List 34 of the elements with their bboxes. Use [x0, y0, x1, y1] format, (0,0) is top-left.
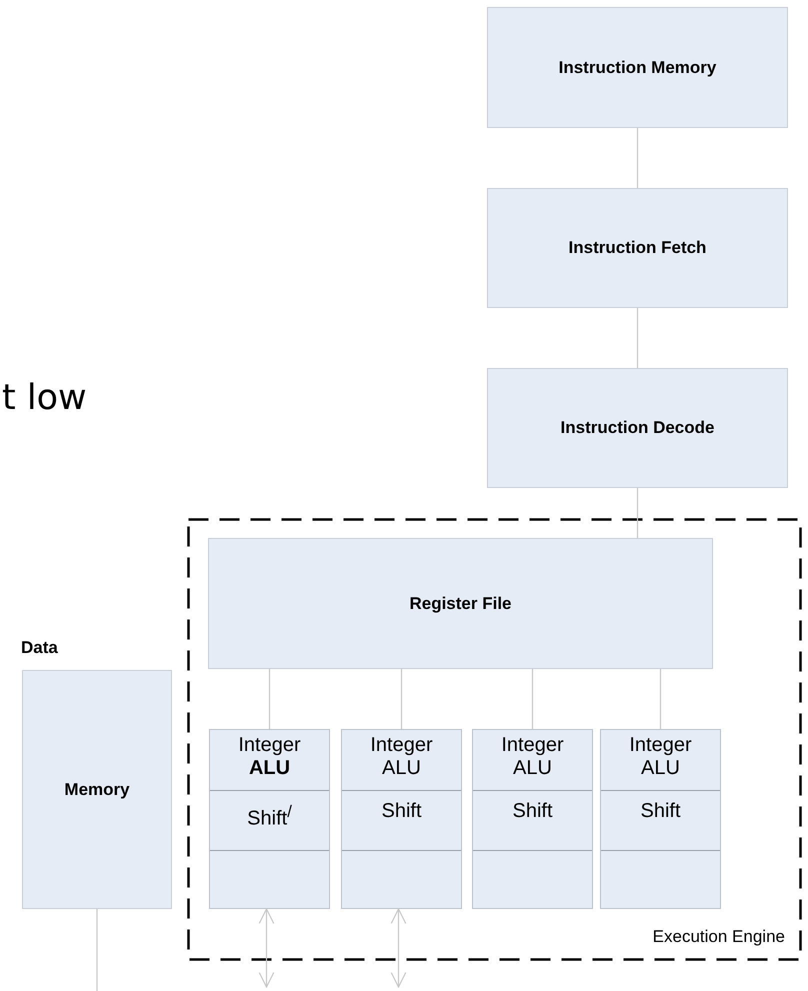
alu-unit-box — [341, 729, 462, 909]
alu-unit-box — [600, 729, 721, 909]
connector-line — [268, 669, 270, 729]
box-heading: Data — [21, 638, 58, 658]
connector-line — [532, 669, 534, 729]
connector-line — [636, 128, 638, 188]
unit-label: Shift — [380, 800, 423, 823]
process-box — [208, 538, 713, 669]
box-label: Memory — [64, 780, 130, 800]
connector-line — [96, 909, 98, 991]
unit-label: Shift — [639, 800, 682, 823]
process-box — [487, 188, 788, 308]
group-label: Execution Engine — [652, 927, 785, 947]
box-label: Register File — [409, 594, 512, 614]
process-box — [487, 7, 788, 128]
alu-unit-box — [472, 729, 593, 909]
box-label: Instruction Memory — [558, 58, 716, 78]
connector-line — [400, 669, 402, 729]
unit-label: Integer ALU — [237, 734, 302, 780]
double-arrow — [390, 908, 406, 988]
unit-label: Integer ALU — [369, 734, 434, 780]
body-text: t low — [2, 378, 87, 418]
unit-label: Shift$^{/}$ — [246, 801, 293, 831]
box-label: Instruction Fetch — [568, 238, 706, 258]
process-box — [487, 368, 788, 488]
unit-label: Integer ALU — [628, 734, 693, 780]
unit-label: Integer ALU — [500, 734, 565, 780]
connector-line — [636, 308, 638, 368]
connector-line — [660, 669, 662, 729]
box-label: Instruction Decode — [560, 418, 714, 438]
alu-unit-box — [209, 729, 330, 909]
unit-label: Shift — [511, 800, 554, 823]
double-arrow — [258, 908, 274, 988]
connector-line — [636, 488, 638, 538]
